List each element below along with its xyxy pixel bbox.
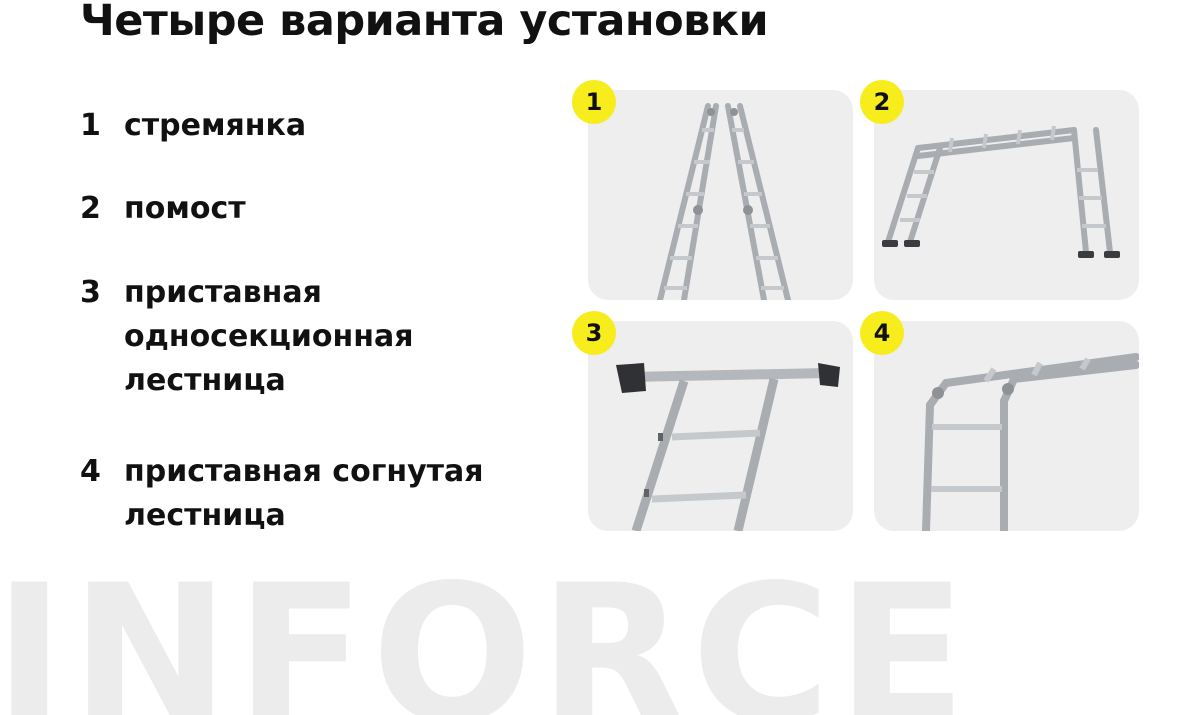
single-section-ladder-image [588,321,853,531]
option-number: 2 [80,191,101,226]
option-item: 3 приставная односекционная лестница [80,271,414,403]
option-label: стремянка [124,108,307,143]
platform-image [874,90,1139,300]
stepladder-illustration [657,103,791,300]
number-badge: 1 [572,80,616,124]
platform-illustration [882,125,1120,258]
bent-ladder-image [874,321,1139,531]
option-item: 1 стремянка [80,104,306,148]
option-number: 1 [80,108,101,143]
option-number: 4 [80,454,101,489]
option-label: приставная односекционная лестница [124,275,414,398]
number-badge: 3 [572,311,616,355]
option-label: помост [124,191,246,226]
brand-watermark: INFORCE [0,544,973,715]
option-label: приставная согнутая лестница [124,454,484,533]
option-item: 4 приставная согнутая лестница [80,450,484,538]
option-number: 3 [80,275,101,310]
bent-ladder-illustration [922,353,1139,531]
number-badge: 4 [860,311,904,355]
number-badge: 2 [860,80,904,124]
single-section-ladder-illustration [616,363,840,531]
option-item: 2 помост [80,187,246,231]
stepladder-image [588,90,853,300]
page-title: Четыре варианта установки [80,0,769,46]
